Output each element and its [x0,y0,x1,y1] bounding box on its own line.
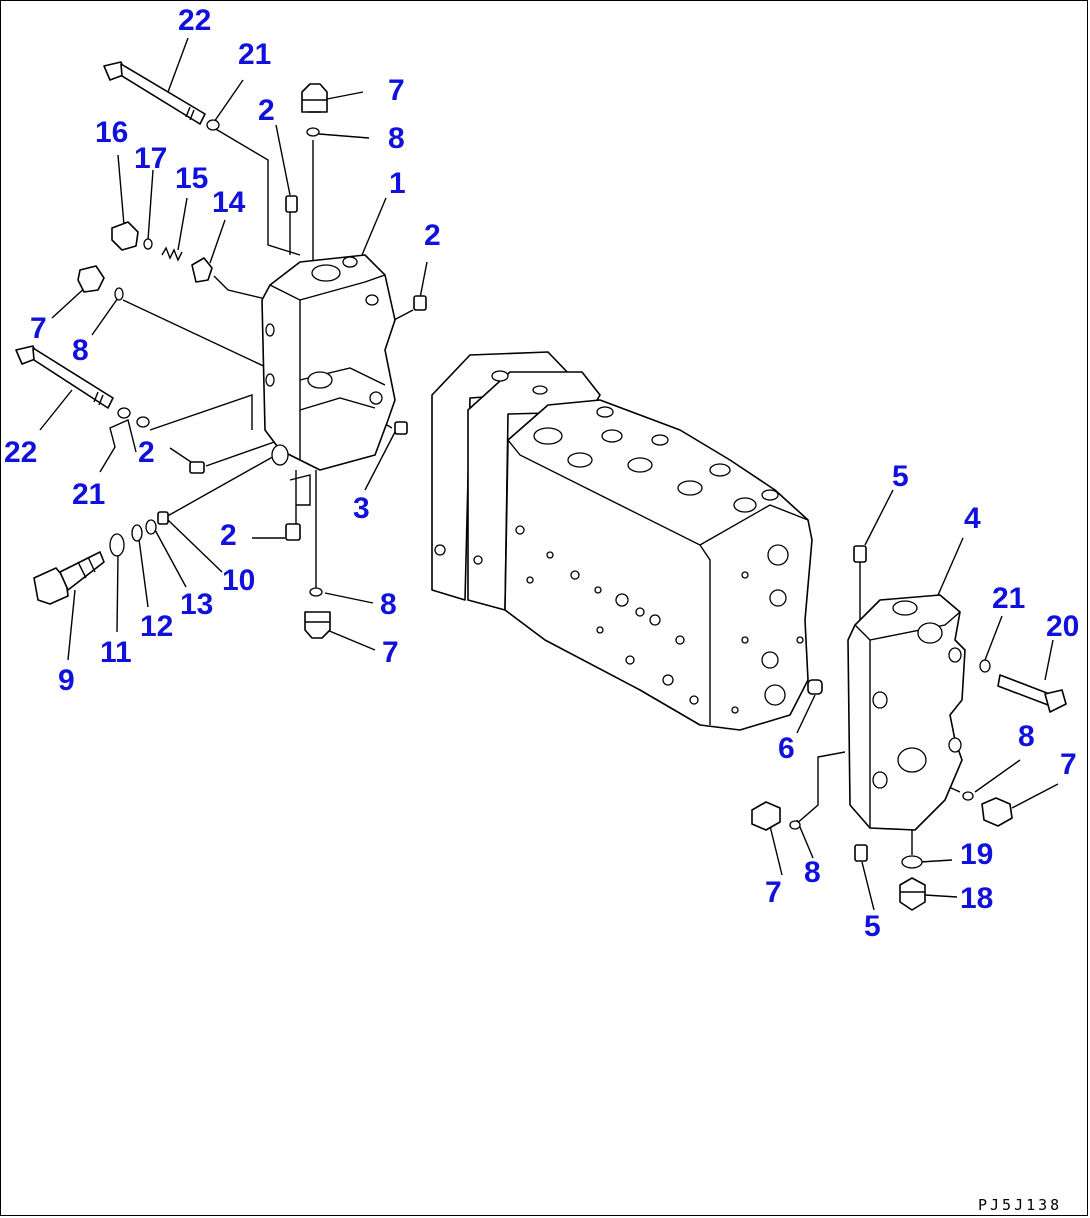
callout-8: 8 [1018,720,1035,753]
callout-2: 2 [220,519,237,552]
callout-labels: 22 21 7 2 8 16 17 15 14 1 2 7 8 22 2 21 … [4,4,1079,943]
plug-2-a [285,195,298,213]
callout-22: 22 [178,4,211,37]
bolt-22-upper [103,61,206,125]
callout-7: 7 [1060,748,1077,781]
callout-8: 8 [72,334,89,367]
plug-2-c [189,461,205,474]
callout-8: 8 [804,856,821,889]
ring-12 [131,524,143,542]
spool-10 [157,511,169,525]
callout-1: 1 [389,167,406,200]
callout-17: 17 [134,142,167,175]
callout-11: 11 [100,636,132,669]
plug-7-right [981,797,1013,827]
callout-22: 22 [4,436,37,469]
callout-13: 13 [180,588,213,621]
plug-7-left-lower [751,801,781,831]
ring-6 [807,679,823,695]
callout-8: 8 [388,122,405,155]
valve-9 [33,551,105,605]
washer-21-right [979,659,991,673]
plug-3 [394,421,408,435]
spring-15 [161,246,183,262]
callout-16: 16 [95,116,128,149]
bolt-22-lower [15,345,114,409]
ring-13 [145,519,157,535]
callout-8: 8 [380,588,397,621]
callout-7: 7 [765,876,782,909]
bolt-20 [997,674,1067,713]
end-cover-4 [847,594,966,831]
o-ring-11 [109,533,125,557]
o-ring-8-left [114,287,124,301]
o-ring-8-left-lower [789,820,801,830]
callout-21: 21 [238,38,271,71]
callout-5: 5 [864,910,881,943]
callout-2: 2 [138,436,155,469]
callout-18: 18 [960,882,993,915]
plug-18 [899,877,926,911]
callout-5: 5 [892,460,909,493]
plug-2-b [413,295,427,311]
callout-2: 2 [258,94,275,127]
callout-15: 15 [175,162,208,195]
callout-2: 2 [424,219,441,252]
washer-21-lower-b [136,416,150,428]
washer-21-upper [206,119,220,131]
callout-12: 12 [140,610,173,643]
o-ring-17 [143,238,153,250]
plug-16 [111,221,139,251]
plug-5-bottom [854,844,868,862]
plug-2-d [285,523,301,541]
callout-21: 21 [72,478,105,511]
callout-4: 4 [964,502,981,535]
callout-7: 7 [382,636,399,669]
o-ring-19 [901,855,923,869]
callout-20: 20 [1046,610,1079,643]
valve-section-1 [261,254,396,471]
callout-14: 14 [212,186,246,219]
washer-21-lower [117,407,131,419]
plug-7-left [77,265,105,293]
callout-19: 19 [960,838,993,871]
callout-3: 3 [353,492,370,525]
callout-6: 6 [778,732,795,765]
o-ring-8-bottom [309,587,323,597]
plug-7-bottom [304,611,331,639]
callout-7: 7 [30,312,47,345]
plug-7-top [301,83,328,113]
plug-5-top [853,545,867,563]
o-ring-8-top [306,127,320,137]
callout-10: 10 [222,564,255,597]
callout-9: 9 [58,664,75,697]
main-valve-body [431,351,813,731]
o-ring-8-right [962,791,974,801]
piston-14 [191,257,213,283]
drawing-code: PJ5J138 [978,1196,1062,1214]
callout-7: 7 [388,74,405,107]
callout-21: 21 [992,582,1025,615]
